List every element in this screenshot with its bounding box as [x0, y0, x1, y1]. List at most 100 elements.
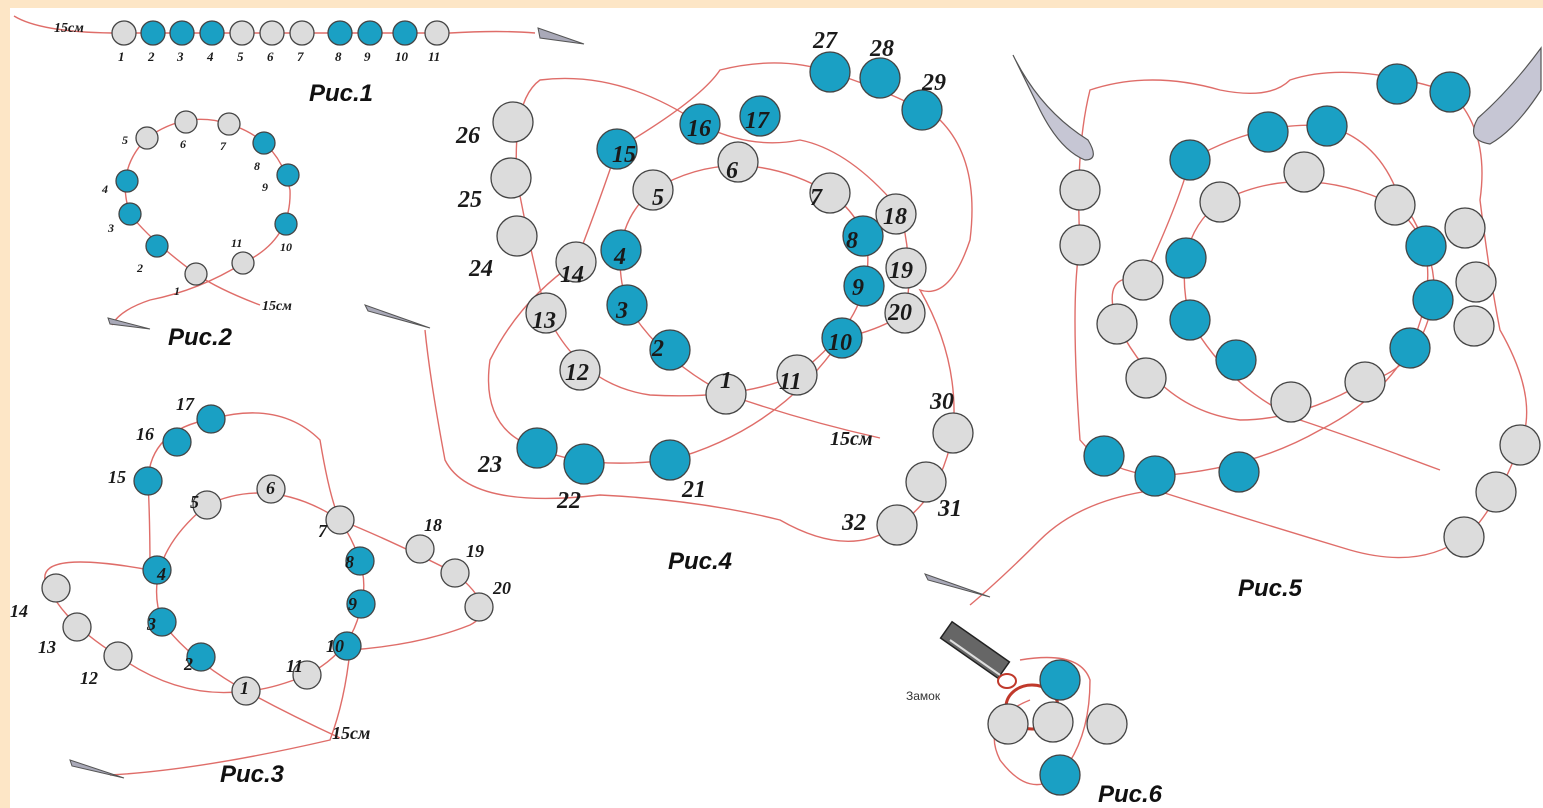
bead-number: 26 — [455, 123, 480, 149]
bead-number: 3 — [176, 49, 184, 64]
bead-grey — [174, 110, 198, 134]
bead-grey — [1059, 224, 1101, 266]
bead-blue — [809, 51, 851, 93]
bead-number: 1 — [118, 49, 125, 64]
bead-blue — [1215, 339, 1257, 381]
bead-number: 5 — [237, 49, 244, 64]
bead-number: 16 — [136, 424, 154, 444]
bead-grey — [111, 20, 137, 46]
bead-blue — [1405, 225, 1447, 267]
bead-grey — [555, 241, 597, 283]
bead-blue — [252, 131, 276, 155]
bead-grey — [717, 141, 759, 183]
bead-number: 20 — [887, 300, 912, 326]
bead-blue — [1083, 435, 1125, 477]
bead-grey — [1032, 701, 1074, 743]
length-label: 15см — [262, 299, 292, 314]
bead-blue — [901, 89, 943, 131]
bead-blue — [118, 202, 142, 226]
bead-number: 29 — [921, 70, 946, 96]
bead-grey — [62, 612, 92, 642]
bead-grey — [1086, 703, 1128, 745]
bead-grey — [192, 490, 222, 520]
bead-blue — [821, 317, 863, 359]
bead-grey — [1444, 207, 1486, 249]
bead-blue — [145, 234, 169, 258]
bead-blue — [842, 215, 884, 257]
bead-grey — [875, 193, 917, 235]
bead-number: 11 — [286, 656, 303, 676]
bead-number: 9 — [262, 180, 268, 194]
bead-number: 4 — [206, 49, 214, 64]
bead-blue — [649, 439, 691, 481]
bead-number: 1 — [720, 368, 732, 394]
bead-grey — [256, 474, 286, 504]
bead-number: 9 — [348, 594, 357, 614]
bead-blue — [1134, 455, 1176, 497]
bead-grey — [632, 169, 674, 211]
bead-blue — [1376, 63, 1418, 105]
bead-blue — [196, 404, 226, 434]
bead-number: 3 — [615, 298, 628, 324]
bead-number: 8 — [254, 159, 260, 173]
bead-grey — [1344, 361, 1386, 403]
bead-grey — [932, 412, 974, 454]
bead-number: 6 — [267, 49, 274, 64]
bead-grey — [1199, 181, 1241, 223]
bead-number: 1 — [174, 284, 180, 298]
bead-number: 16 — [687, 116, 711, 142]
bead-number: 31 — [937, 496, 962, 522]
bead-number: 7 — [810, 185, 823, 211]
bead-blue — [1039, 659, 1081, 701]
bead-blue — [142, 555, 172, 585]
bead-number: 2 — [136, 261, 143, 275]
bead-blue — [1247, 111, 1289, 153]
bead-grey — [490, 157, 532, 199]
bead-number: 6 — [726, 158, 738, 184]
bead-grey — [492, 101, 534, 143]
bead-grey — [41, 573, 71, 603]
bead-number: 3 — [107, 221, 114, 235]
bead-blue — [147, 607, 177, 637]
bead-grey — [1283, 151, 1325, 193]
bead-grey — [1374, 184, 1416, 226]
bead-number: 8 — [335, 49, 342, 64]
bead-grey — [135, 126, 159, 150]
bead-blue — [332, 631, 362, 661]
bead-grey — [776, 354, 818, 396]
bead-grey — [217, 112, 241, 136]
bead-number: 7 — [297, 49, 304, 64]
bead-number: 11 — [428, 49, 440, 64]
bead-blue — [843, 265, 885, 307]
length-label: 15см — [54, 21, 84, 36]
needle-icon — [69, 27, 1542, 779]
bead-number: 5 — [190, 492, 199, 512]
bead-number: 9 — [852, 275, 864, 301]
bead-grey — [405, 534, 435, 564]
bead-number: 12 — [565, 360, 589, 386]
bead-number: 22 — [556, 488, 581, 514]
bead-number: 1 — [240, 678, 249, 698]
bead-number: 18 — [883, 204, 907, 230]
bead-grey — [1443, 516, 1485, 558]
caption-fig2: Рис.2 — [168, 324, 233, 351]
bead-grey — [1270, 381, 1312, 423]
bead-grey — [885, 247, 927, 289]
bead-number: 23 — [477, 452, 502, 478]
bead-blue — [516, 427, 558, 469]
bead-number: 27 — [812, 28, 838, 54]
bead-blue — [1169, 299, 1211, 341]
length-label: 15см — [332, 723, 370, 743]
length-label: 15см — [830, 428, 873, 450]
bead-number: 19 — [466, 541, 484, 561]
bead-number: 30 — [929, 389, 954, 415]
bead-number: 2 — [651, 336, 664, 362]
bead-number: 5 — [652, 185, 664, 211]
bead-blue — [357, 20, 383, 46]
bead-number: 8 — [345, 552, 354, 572]
bead-blue — [1218, 451, 1260, 493]
bead-blue — [276, 163, 300, 187]
bead-grey — [292, 660, 322, 690]
